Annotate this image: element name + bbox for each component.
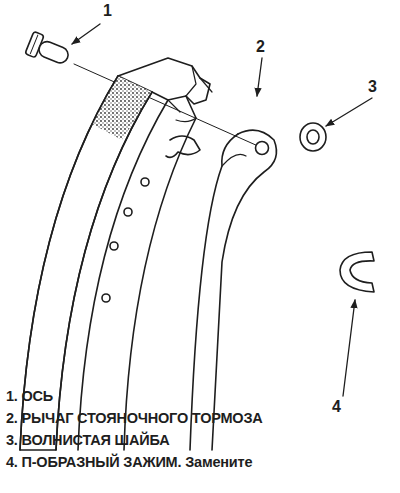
callout-number: 2 [256, 38, 265, 56]
part-key: 3. ВОЛНИСТАЯ ШАЙБА [6, 432, 169, 448]
callout-number: 1 [103, 2, 112, 20]
callout-number: 3 [368, 78, 377, 96]
part-key: 2. РЫЧАГ СТОЯНОЧНОГО ТОРМОЗА [6, 410, 263, 426]
callout-number: 4 [332, 398, 341, 416]
part-key: 1. ОСЬ [6, 388, 53, 404]
part-key: 4. П-ОБРАЗНЫЙ ЗАЖИМ. Замените [6, 454, 252, 470]
